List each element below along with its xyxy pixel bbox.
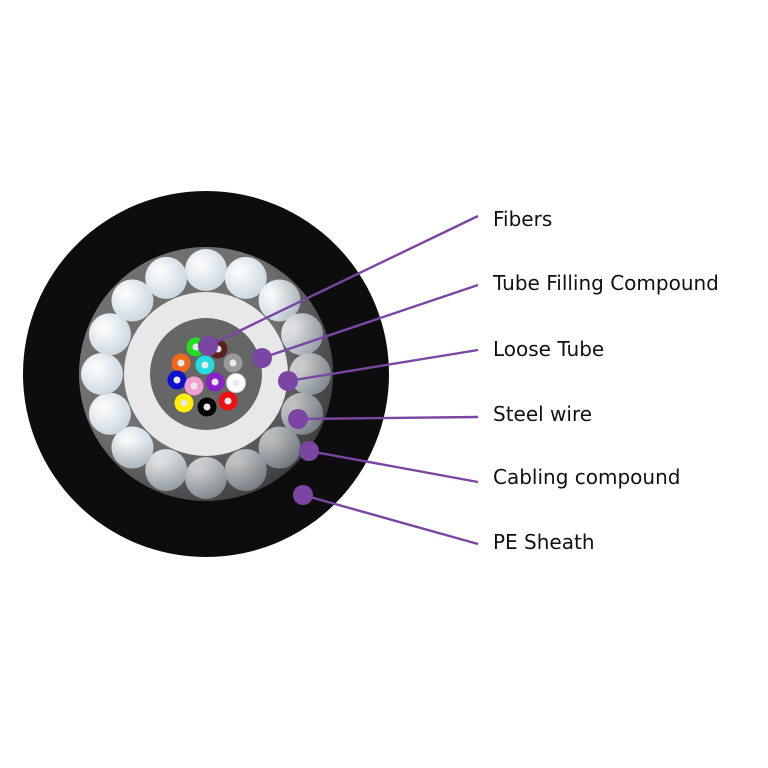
fiber-core [211,378,219,386]
label-tube-filling-compound: Tube Filling Compound [493,271,719,295]
callout-line-cabling-compound [308,449,479,484]
callouts [198,214,479,546]
label-cabling-compound: Cabling compound [493,465,681,489]
callout-dot-tube-filling-compound [252,348,272,368]
fiber-core [180,399,188,407]
label-pe-sheath: PE Sheath [493,530,595,554]
fiber-core [224,397,232,405]
label-fibers: Fibers [493,207,553,231]
fiber-core [190,382,198,390]
callout-dot-fibers [198,336,218,356]
callout-line-loose-tube [287,348,479,383]
fiber-core [192,343,200,351]
callout-dot-loose-tube [278,371,298,391]
label-steel-wire: Steel wire [493,402,593,426]
fiber-core [232,379,240,387]
fiber-core [177,359,185,367]
fiber-core [173,376,181,384]
callout-line-pe-sheath [302,493,479,546]
callout-dot-steel-wire [288,409,308,429]
callout-line-tube-filling-compound [261,283,479,360]
callout-line-steel-wire [297,415,479,421]
callout-dot-cabling-compound [299,441,319,461]
label-loose-tube: Loose Tube [493,337,605,361]
fiber-core [203,403,211,411]
callout-line-fibers [207,214,479,348]
fiber-core [229,359,237,367]
callout-dot-pe-sheath [293,485,313,505]
fiber-core [201,361,209,369]
